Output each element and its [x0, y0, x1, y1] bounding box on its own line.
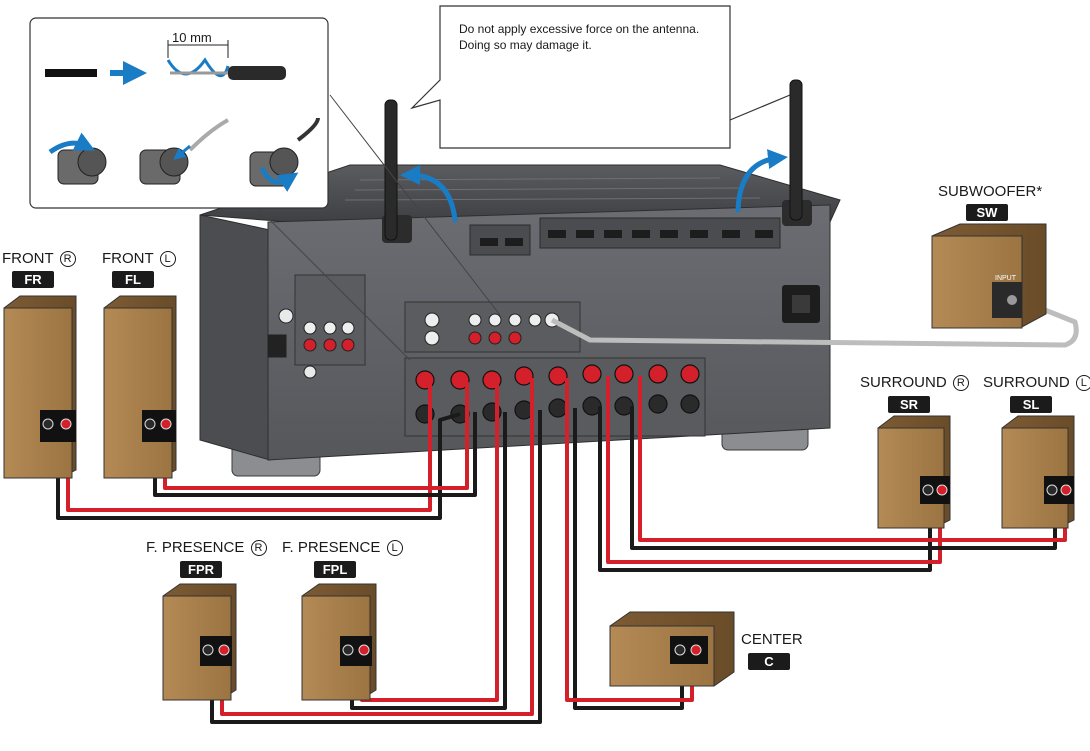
antenna-right	[782, 79, 812, 226]
front-l-badge: FL	[112, 271, 154, 288]
surround-l-badge: SL	[1010, 396, 1052, 413]
fpres-r-badge: FPR	[180, 561, 222, 578]
fpres-r-side: R	[250, 540, 267, 556]
subwoofer-label: SUBWOOFER*	[938, 183, 1043, 200]
speaker-subwoofer	[931, 223, 1047, 329]
speaker-surround-r	[877, 415, 951, 529]
antenna-rotate-arrows	[400, 149, 788, 223]
fpres-r-label: F. PRESENCE R	[146, 539, 267, 557]
strip-length-label: 10 mm	[172, 30, 212, 45]
speaker-center	[609, 611, 735, 687]
surround-r-badge: SR	[888, 396, 930, 413]
front-r-side: R	[59, 251, 76, 267]
wire-prep-inset	[29, 17, 501, 361]
speaker-fpres-r	[162, 583, 237, 701]
speaker-front-l	[103, 295, 177, 479]
front-l-text: FRONT	[102, 250, 154, 267]
subwoofer-input-label: INPUT	[995, 275, 1016, 282]
front-r-label: FRONT R	[2, 250, 76, 268]
center-label: CENTER	[741, 631, 803, 648]
surround-r-label: SURROUND R	[860, 374, 969, 392]
fpres-l-text: F. PRESENCE	[282, 539, 381, 556]
fpres-l-side: L	[386, 540, 403, 556]
surround-r-side: R	[952, 375, 969, 391]
front-l-label: FRONT L	[102, 250, 176, 268]
surround-l-text: SURROUND	[983, 374, 1070, 391]
caution-callout	[409, 5, 731, 149]
av-receiver	[199, 164, 841, 477]
antenna-left	[382, 99, 412, 243]
surround-l-side: L	[1075, 375, 1090, 391]
speaker-front-r	[3, 295, 77, 479]
fpres-r-text: F. PRESENCE	[146, 539, 245, 556]
surround-r-text: SURROUND	[860, 374, 947, 391]
front-r-badge: FR	[12, 271, 54, 288]
caution-text: Do not apply excessive force on the ante…	[459, 21, 729, 53]
center-badge: C	[748, 653, 790, 670]
speaker-surround-l	[1001, 415, 1075, 529]
front-r-text: FRONT	[2, 250, 54, 267]
caution-line-1: Do not apply excessive force on the ante…	[459, 22, 700, 36]
surround-l-label: SURROUND L	[983, 374, 1090, 392]
subwoofer-badge: SW	[966, 204, 1008, 221]
fpres-l-badge: FPL	[314, 561, 356, 578]
caution-line-2: Doing so may damage it.	[459, 38, 592, 52]
speaker-fpres-l	[301, 583, 377, 701]
front-l-side: L	[159, 251, 176, 267]
fpres-l-label: F. PRESENCE L	[282, 539, 403, 557]
